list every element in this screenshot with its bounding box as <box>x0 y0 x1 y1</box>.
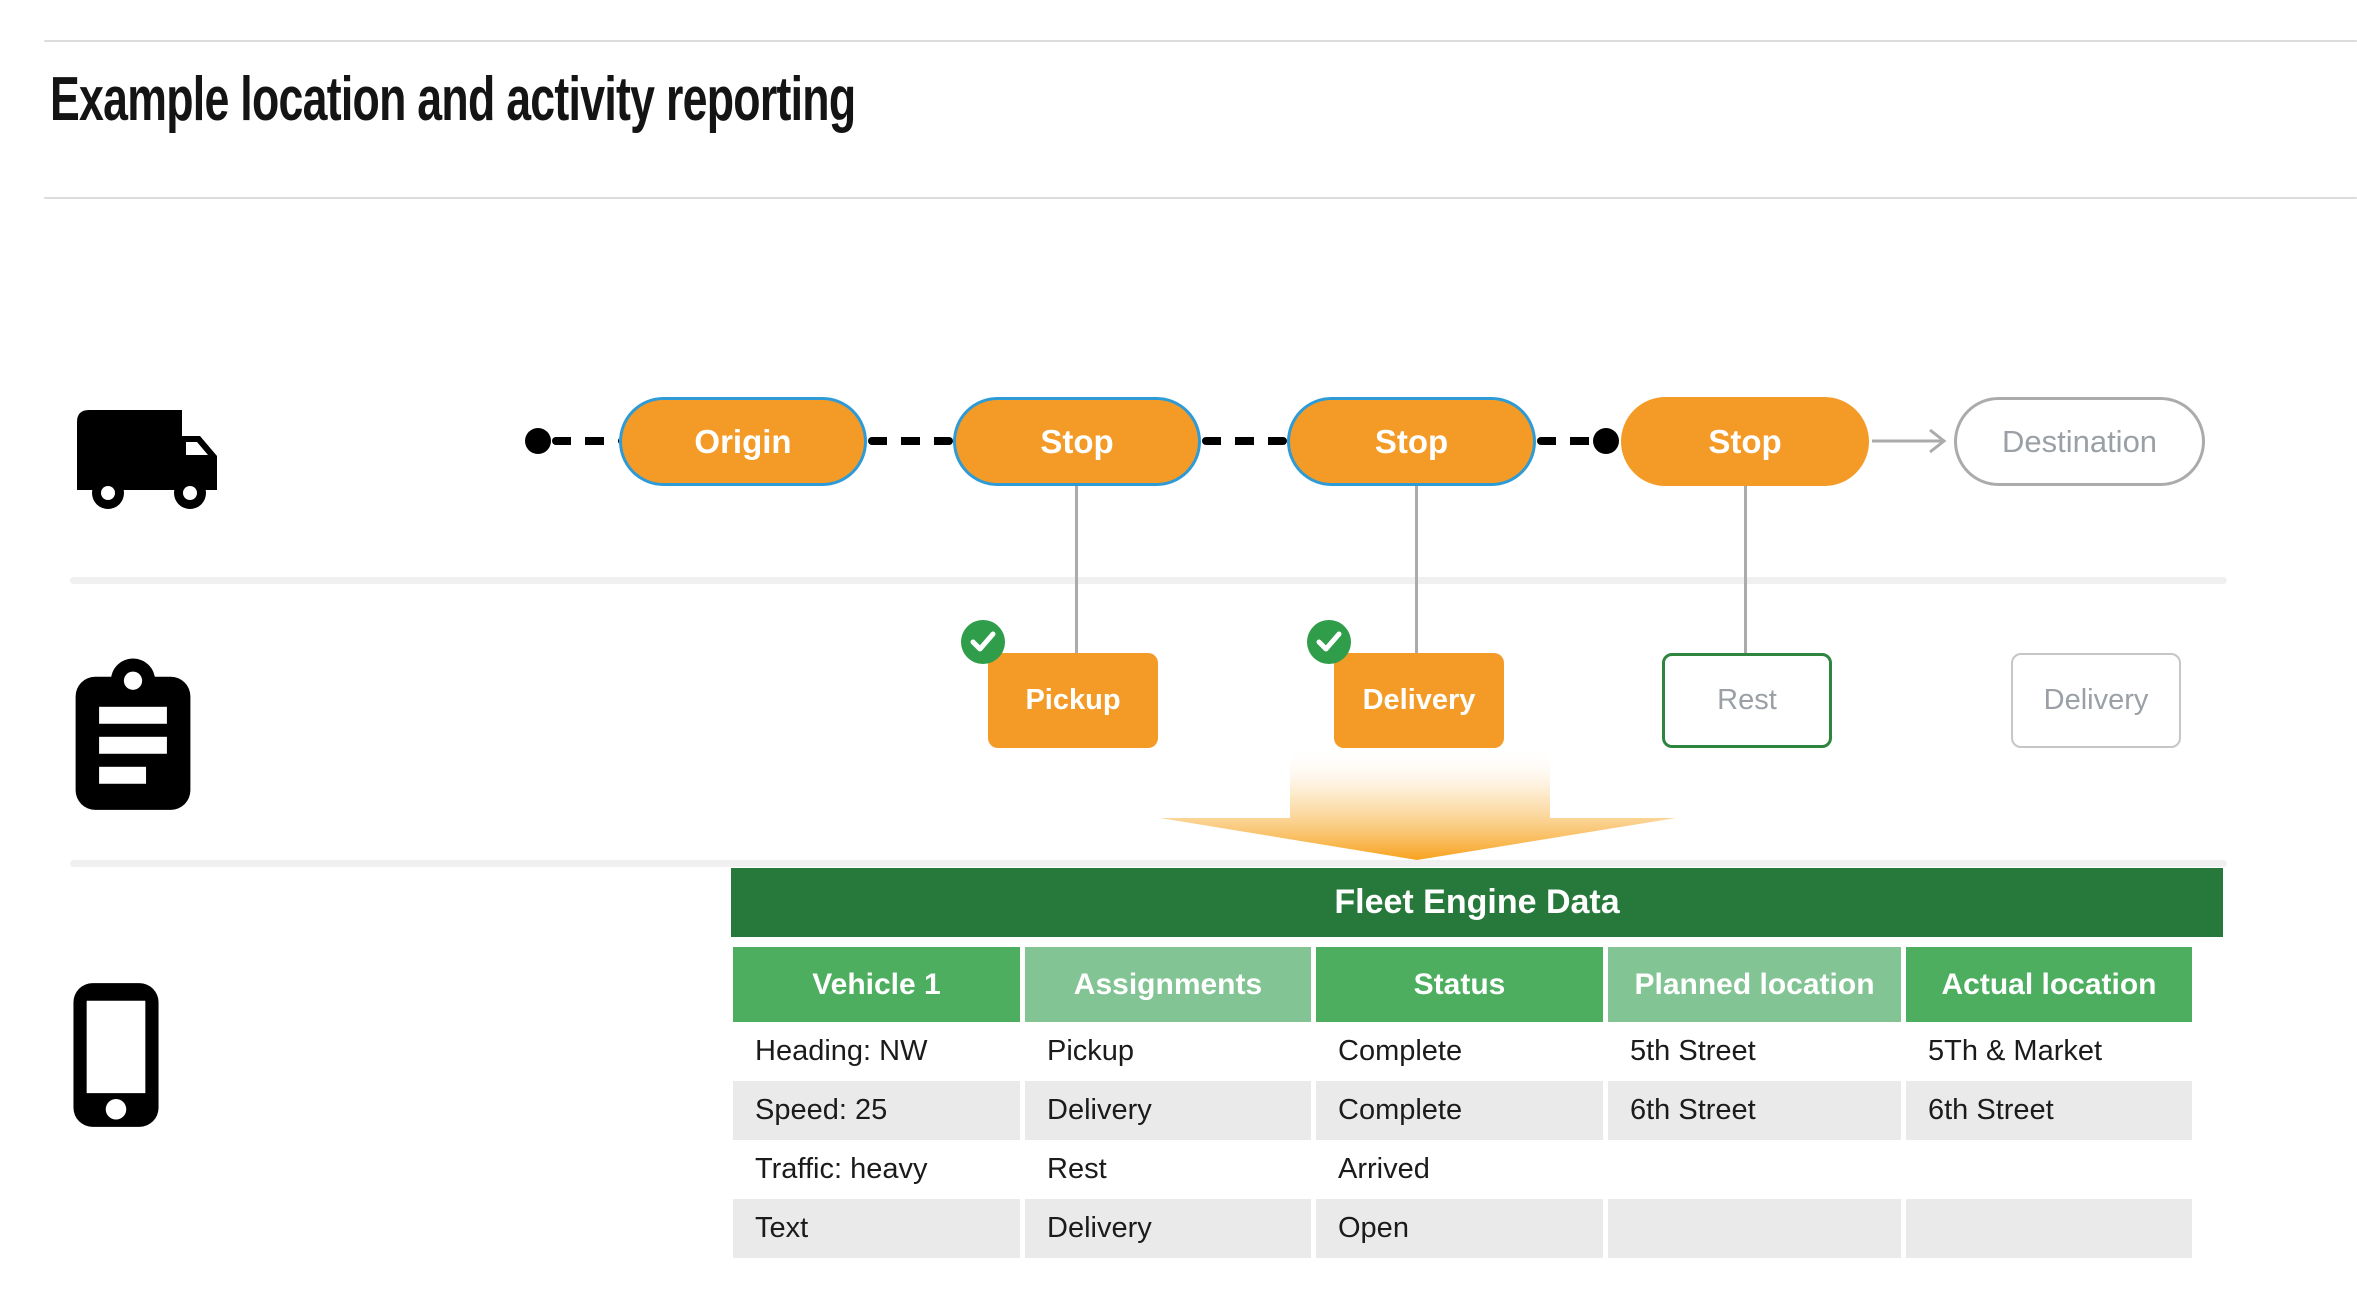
activity-box-delivery-planned: Delivery <box>2011 653 2181 748</box>
route-node-label: Stop <box>1374 422 1449 460</box>
activity-box-delivery: Delivery <box>1334 653 1504 748</box>
route-node-stop-1: Stop <box>953 397 1201 486</box>
connector-line <box>1415 486 1418 653</box>
column-header-status: Status <box>1316 947 1603 1022</box>
table-cell: Heading: NW <box>755 1035 928 1067</box>
table-cell: Speed: 25 <box>733 1081 1020 1140</box>
table-cell <box>1906 1140 2192 1199</box>
route-dashed-line <box>552 437 619 445</box>
table-cell: 5Th & Market <box>1928 1035 2103 1067</box>
route-progress-dot <box>1593 428 1619 454</box>
activity-box-rest: Rest <box>1662 653 1832 748</box>
column-header-vehicle: Vehicle 1 <box>733 947 1020 1022</box>
table-cell: Traffic: heavy <box>755 1153 928 1185</box>
section-divider <box>70 577 2227 584</box>
check-circle-icon <box>1307 620 1351 664</box>
route-dashed-line <box>868 437 953 445</box>
section-divider <box>70 860 2227 867</box>
fleet-table-title: Fleet Engine Data <box>731 868 2223 937</box>
down-arrow-gradient-icon <box>1160 748 1676 860</box>
title-rule <box>44 197 2357 199</box>
top-rule <box>44 40 2357 42</box>
route-node-label: Stop <box>1040 422 1114 460</box>
table-cell: Pickup <box>1047 1035 1135 1067</box>
route-start-dot <box>525 428 551 454</box>
table-cell: Arrived <box>1338 1153 1430 1185</box>
column-header-assignments: Assignments <box>1025 947 1311 1022</box>
route-node-stop-3: Stop <box>1621 397 1869 486</box>
table-cell: Text <box>733 1199 1020 1258</box>
truck-icon <box>77 410 217 509</box>
table-cell: Delivery <box>1025 1199 1311 1258</box>
clipboard-icon <box>75 658 191 810</box>
table-cell <box>1608 1199 1901 1258</box>
page-title: Example location and activity reporting <box>50 65 856 134</box>
table-cell: Complete <box>1338 1035 1463 1067</box>
table-cell: Open <box>1316 1199 1603 1258</box>
connector-line <box>1744 486 1747 653</box>
route-node-stop-2: Stop <box>1287 397 1536 486</box>
activity-label: Rest <box>1717 684 1777 716</box>
column-header-actual-location: Actual location <box>1906 947 2192 1022</box>
route-node-label: Origin <box>694 422 792 460</box>
check-circle-icon <box>961 620 1005 664</box>
route-dashed-line <box>1202 437 1287 445</box>
route-node-label: Destination <box>2001 423 2158 459</box>
table-cell: 6th Street <box>1906 1081 2192 1140</box>
table-cell <box>1906 1199 2192 1258</box>
activity-box-pickup: Pickup <box>988 653 1158 748</box>
table-cell <box>1608 1140 1901 1199</box>
connector-line <box>1075 486 1078 653</box>
table-cell: Rest <box>1047 1153 1107 1185</box>
destination-arrow <box>1872 428 1947 454</box>
table-cell: 5th Street <box>1630 1035 1756 1067</box>
table-cell: Complete <box>1316 1081 1603 1140</box>
route-node-label: Stop <box>1708 422 1782 460</box>
activity-label: Delivery <box>1362 684 1476 716</box>
route-dashed-line <box>1537 437 1594 445</box>
activity-label: Delivery <box>2043 684 2149 716</box>
activity-label: Pickup <box>1025 684 1121 716</box>
route-node-destination: Destination <box>1954 397 2205 486</box>
table-cell: 6th Street <box>1608 1081 1901 1140</box>
column-header-planned-location: Planned location <box>1608 947 1901 1022</box>
smartphone-icon <box>73 983 159 1127</box>
route-node-origin: Origin <box>619 397 867 486</box>
table-cell: Delivery <box>1025 1081 1311 1140</box>
